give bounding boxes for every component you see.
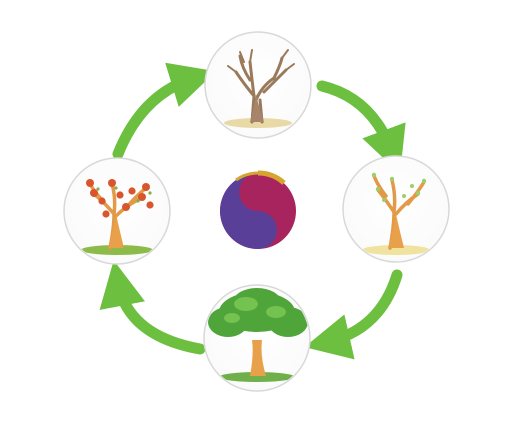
- persimmon-fruit-tree-icon: [81, 179, 154, 255]
- stage-autumn: [63, 157, 171, 265]
- arrow-spring-to-summer: [304, 269, 403, 360]
- arrow-winter-to-spring: [316, 80, 406, 174]
- stage-spring: [342, 155, 450, 263]
- bare-tree-icon: [224, 49, 295, 128]
- leafy-green-tree-icon: [208, 288, 308, 382]
- arrow-summer-to-autumn: [99, 260, 206, 355]
- cycle-arrows: [99, 62, 406, 360]
- yin-yang-icon: [220, 170, 296, 249]
- stage-summer: [203, 284, 311, 392]
- stage-winter: [204, 31, 312, 139]
- arrow-autumn-to-winter: [112, 62, 217, 160]
- budding-tree-icon: [362, 172, 430, 255]
